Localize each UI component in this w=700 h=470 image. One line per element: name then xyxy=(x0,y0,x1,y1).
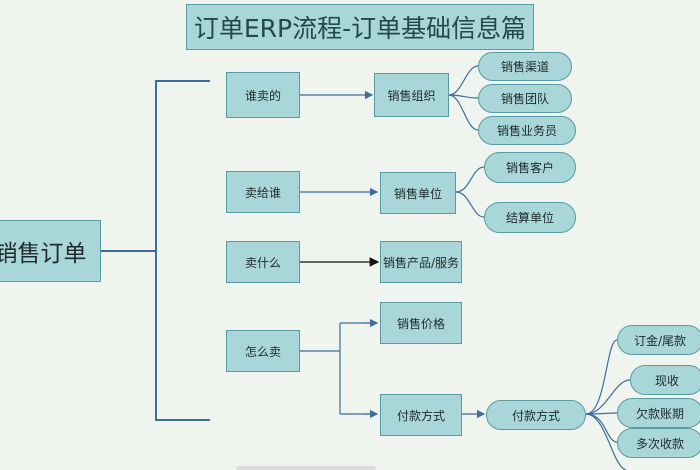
leaf-settlement-unit: 结算单位 xyxy=(484,202,576,233)
curve-pay-extra xyxy=(585,413,627,470)
diagram-title: 订单ERP流程-订单基础信息篇 xyxy=(186,4,534,50)
node-what-sell: 卖什么 xyxy=(226,241,300,283)
node-payment-method-center: 付款方式 xyxy=(486,400,586,430)
curve-pay-multi xyxy=(585,413,618,443)
node-sales-product: 销售产品/服务 xyxy=(380,241,462,283)
node-sell-to-whom: 卖给谁 xyxy=(226,171,300,213)
curve-unit-customer xyxy=(455,166,485,193)
horizontal-scrollbar[interactable] xyxy=(236,466,376,470)
root-node-sales-order: 销售订单 xyxy=(0,220,101,282)
curve-org-channel xyxy=(448,65,479,96)
leaf-sales-customer: 销售客户 xyxy=(484,152,576,183)
node-sales-price: 销售价格 xyxy=(380,302,462,344)
leaf-sales-team: 销售团队 xyxy=(478,84,572,113)
leaf-multiple-payments: 多次收款 xyxy=(617,428,700,458)
leaf-deposit-balance: 订金/尾款 xyxy=(617,325,700,355)
node-payment-method: 付款方式 xyxy=(380,394,462,436)
node-who-sells: 谁卖的 xyxy=(226,72,300,118)
curve-pay-cash xyxy=(585,379,631,415)
root-bracket xyxy=(155,80,210,421)
leaf-sales-rep: 销售业务员 xyxy=(478,116,576,145)
leaf-sales-channel: 销售渠道 xyxy=(478,52,572,81)
node-how-sell: 怎么卖 xyxy=(226,330,300,372)
leaf-cash: 现收 xyxy=(630,365,700,395)
curve-unit-settle xyxy=(455,191,485,218)
leaf-credit-terms: 欠款账期 xyxy=(617,398,700,428)
connector-how-sell xyxy=(300,322,377,415)
node-sales-unit: 销售单位 xyxy=(380,172,456,214)
node-sales-org: 销售组织 xyxy=(374,73,449,117)
curve-org-rep xyxy=(448,94,479,131)
curve-pay-deposit xyxy=(585,339,618,415)
